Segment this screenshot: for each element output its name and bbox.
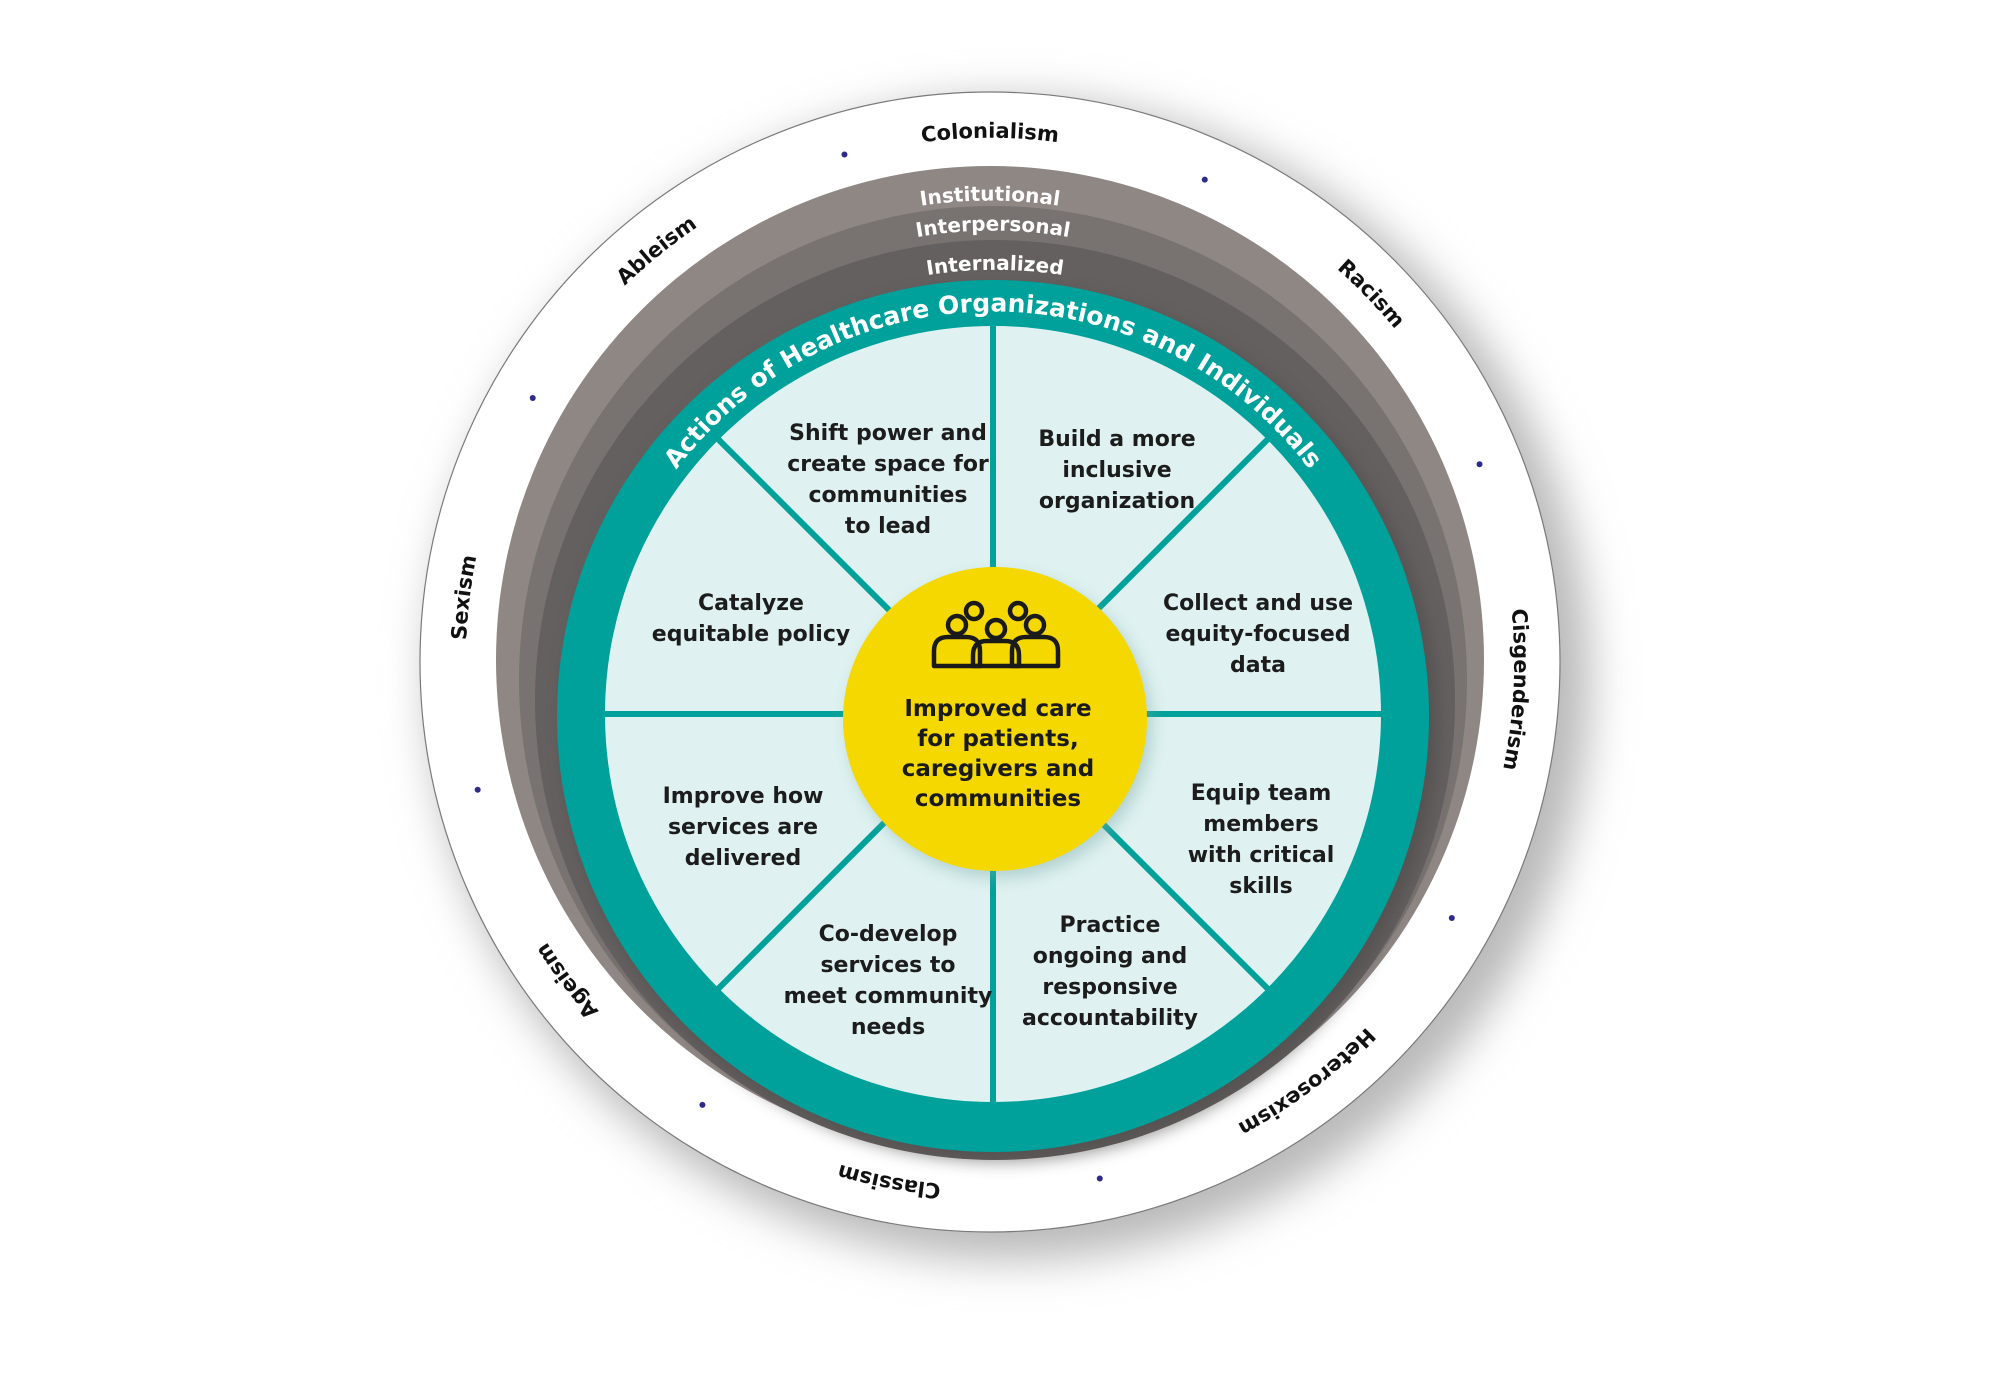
segment-line: data — [1230, 653, 1286, 678]
segment-line: meet community — [784, 984, 993, 1009]
separator-dot — [1448, 914, 1455, 921]
segment-line: skills — [1229, 874, 1292, 899]
segment-line: with critical — [1188, 843, 1335, 868]
action-segments: Build a more inclusive organizationCollect… — [652, 421, 1353, 1040]
people-group-icon — [931, 600, 1061, 669]
separator-dot — [1476, 461, 1483, 468]
separator-dot — [529, 395, 536, 401]
segment-line: organization — [1039, 489, 1195, 514]
segment-line: communities — [809, 483, 968, 508]
segment-line: to lead — [845, 514, 931, 539]
segment-line: Practice — [1060, 913, 1161, 938]
segment-line: equity-focused — [1165, 622, 1350, 647]
separator-dot — [841, 151, 848, 158]
segment-line: Improve how — [663, 784, 824, 809]
segment-line: responsive — [1042, 975, 1177, 1000]
segment-collect-equity-data: Collect and use equity-focused data — [1163, 591, 1353, 678]
segment-line: delivered — [685, 846, 802, 871]
center-line: for patients, — [917, 726, 1078, 752]
segment-line: needs — [851, 1015, 925, 1040]
oppression-label-colonialism: Colonialism — [920, 119, 1061, 147]
segment-equip-team: Equip team members with critical skills — [1188, 781, 1335, 899]
segment-line: Equip team — [1191, 781, 1332, 806]
separator-dots — [474, 151, 1483, 1182]
segment-line: services are — [668, 815, 818, 840]
segment-line: accountability — [1022, 1006, 1198, 1031]
center-line: communities — [915, 786, 1081, 812]
segment-line: Collect and use — [1163, 591, 1353, 616]
segment-co-develop-services: Co-develop services to meet community needs — [784, 922, 993, 1040]
separator-dot — [1201, 176, 1208, 183]
segment-line: members — [1203, 812, 1318, 837]
segment-build-inclusive-org: Build a more inclusive organization — [1038, 427, 1195, 514]
segment-shift-power: Shift power and create space for communiti… — [787, 421, 989, 539]
segment-practice-accountability: Practice ongoing and responsive accountabil… — [1022, 913, 1198, 1031]
separator-dot — [474, 786, 481, 793]
separator-dot — [1096, 1175, 1103, 1182]
center-circle — [843, 567, 1147, 871]
separator-dot — [699, 1101, 706, 1108]
segment-line: Build a more — [1038, 427, 1195, 452]
segment-line: Co-develop — [819, 922, 958, 947]
segment-improve-services: Improve how services are delivered — [663, 784, 824, 871]
segment-line: ongoing and — [1033, 944, 1188, 969]
segment-line: equitable policy — [652, 622, 850, 647]
segment-line: inclusive — [1062, 458, 1171, 483]
segment-line: services to — [820, 953, 955, 978]
center-line: Improved care — [904, 696, 1091, 722]
center-outcome: Improved care for patients, caregivers and… — [843, 567, 1152, 878]
segment-line: Catalyze — [698, 591, 804, 616]
center-text: Improved care for patients, caregivers and… — [902, 696, 1094, 812]
center-outcome-text: Improved care for patients, caregivers and… — [902, 696, 1094, 812]
center-line: caregivers and — [902, 756, 1094, 782]
segment-line: create space for — [787, 452, 989, 477]
segment-line: Shift power and — [789, 421, 987, 446]
segment-catalyze-policy: Catalyze equitable policy — [652, 591, 850, 647]
